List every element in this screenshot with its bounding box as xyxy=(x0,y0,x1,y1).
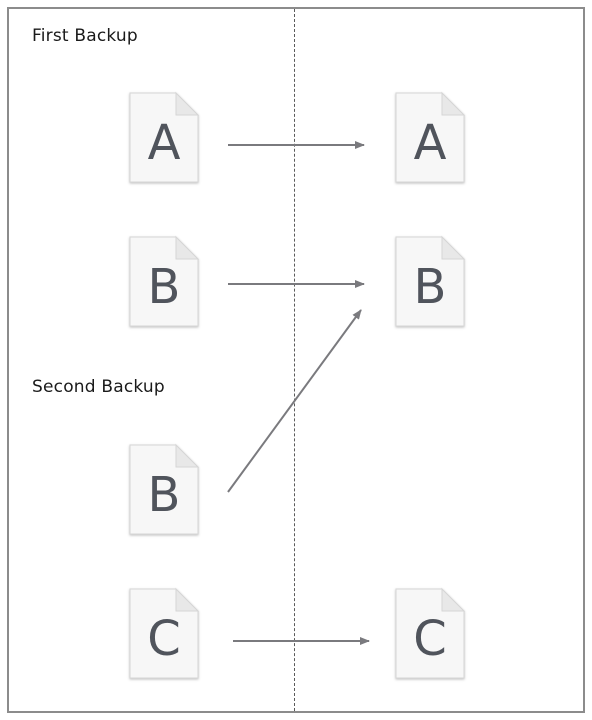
document-letter: A xyxy=(147,115,181,171)
document-letter: B xyxy=(147,259,181,315)
document-letter: B xyxy=(147,467,181,523)
document-page-icon xyxy=(395,587,466,679)
diagram-frame xyxy=(7,7,585,713)
document-icon-first-b: B xyxy=(128,235,200,328)
document-icon-second-c: C xyxy=(128,587,200,680)
document-page-icon xyxy=(395,235,466,327)
document-page-icon xyxy=(129,235,200,327)
document-icon-stored-a: A xyxy=(394,91,466,184)
document-icon-stored-b: B xyxy=(394,235,466,328)
document-icon-stored-c: C xyxy=(394,587,466,680)
second-backup-label: Second Backup xyxy=(32,377,165,397)
arrow-second-b xyxy=(227,309,362,493)
document-page-icon xyxy=(129,587,200,679)
document-icon-first-a: A xyxy=(128,91,200,184)
document-page-icon xyxy=(395,91,466,183)
first-backup-label: First Backup xyxy=(32,26,138,46)
document-letter: A xyxy=(413,115,447,171)
document-icon-second-b: B xyxy=(128,443,200,536)
document-page-icon xyxy=(129,91,200,183)
document-page-icon xyxy=(129,443,200,535)
document-letter: C xyxy=(147,611,181,667)
document-letter: C xyxy=(413,611,447,667)
document-letter: B xyxy=(413,259,447,315)
divider-line xyxy=(294,9,295,711)
